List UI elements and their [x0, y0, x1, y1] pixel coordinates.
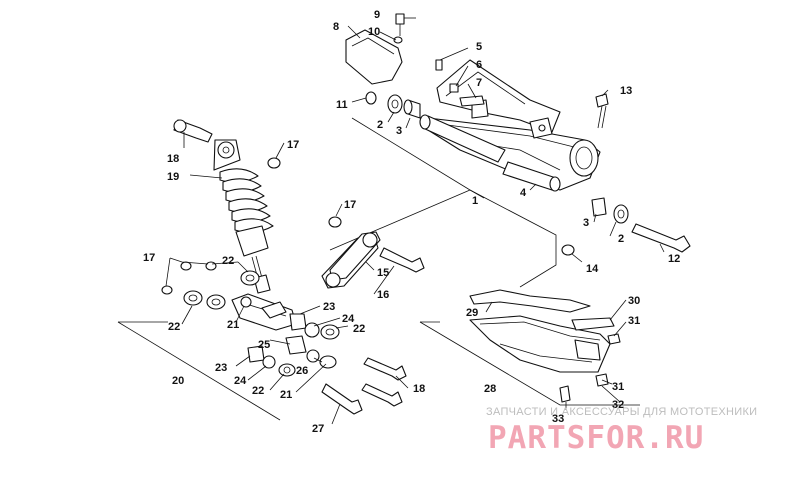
right-pivot-hardware [561, 93, 691, 256]
callout-1: 1 [472, 195, 478, 207]
bolt-33 [559, 385, 571, 403]
screw-9 [395, 13, 405, 25]
callout-19: 19 [167, 171, 179, 183]
watermark-logo: PARTSFOR.RU [488, 420, 704, 456]
callout-17c: 17 [143, 252, 155, 264]
callout-3: 3 [396, 125, 402, 137]
bracket-line-20b [117, 321, 281, 421]
callout-21b: 21 [280, 389, 292, 401]
bracket-line-28b [419, 321, 640, 406]
bushing-3-right [591, 197, 607, 217]
bearing-2-right [613, 204, 629, 224]
bracket-line-link [329, 189, 471, 251]
nut-17-top [267, 157, 281, 169]
callout-9: 9 [374, 9, 380, 21]
callout-17a: 17 [287, 139, 299, 151]
callout-7: 7 [476, 77, 482, 89]
arm-pivot-boss [569, 139, 599, 177]
callout-31b: 31 [612, 381, 624, 393]
callout-13: 13 [620, 85, 632, 97]
link-15 [321, 216, 425, 289]
callout-25: 25 [258, 339, 270, 351]
leader-lines [165, 17, 665, 425]
callout-18b: 18 [413, 383, 425, 395]
bracket-line-1 [351, 117, 557, 288]
callout-22b: 22 [168, 321, 180, 333]
bearing-2 [387, 94, 403, 114]
callout-16: 16 [377, 289, 389, 301]
callout-24b: 24 [234, 375, 247, 387]
bolt-16 [379, 247, 425, 273]
callout-4: 4 [520, 187, 527, 199]
nut-11 [365, 91, 377, 105]
callout-2: 2 [377, 119, 383, 131]
callout-21a: 21 [227, 319, 239, 331]
callout-24a: 24 [342, 313, 355, 325]
callout-28: 28 [484, 383, 496, 395]
callout-10: 10 [368, 26, 380, 38]
plate-30 [571, 317, 615, 331]
lower-link-assembly [161, 261, 407, 415]
callout-11: 11 [336, 99, 348, 111]
callout-31a: 31 [628, 315, 640, 327]
callout-20: 20 [172, 375, 184, 387]
callout-3b: 3 [583, 217, 589, 229]
callout-18a: 18 [167, 153, 179, 165]
bolt-12 [631, 223, 691, 253]
callouts: 1 2 2 3 3 4 5 6 7 8 9 10 11 12 13 14 15 … [143, 9, 680, 435]
callout-6: 6 [476, 59, 482, 71]
callout-22c: 22 [353, 323, 365, 335]
assembly-bracket-lines [117, 117, 640, 421]
callout-29: 29 [466, 307, 478, 319]
callout-33: 33 [552, 413, 564, 425]
bracket-28 [469, 315, 611, 373]
fitting-5 [435, 59, 443, 71]
callout-12: 12 [668, 253, 680, 265]
upper-bracket [345, 13, 405, 85]
callout-17b: 17 [344, 199, 356, 211]
callout-30: 30 [628, 295, 640, 307]
watermark: ЗАПЧАСТИ И АКСЕССУАРЫ ДЛЯ МОТОТЕХНИКИ PA… [486, 406, 757, 456]
callout-26: 26 [296, 365, 308, 377]
watermark-tagline: ЗАПЧАСТИ И АКСЕССУАРЫ ДЛЯ МОТОТЕХНИКИ [486, 406, 757, 418]
shock-spring [219, 168, 274, 233]
callout-15: 15 [377, 267, 389, 279]
plate-29 [469, 289, 591, 313]
callout-22d: 22 [252, 385, 264, 397]
washer-10 [393, 36, 403, 44]
plate-7 [459, 95, 485, 107]
nut-14 [561, 244, 575, 256]
callout-8: 8 [333, 21, 339, 33]
shock-absorber [173, 119, 281, 294]
callout-2b: 2 [618, 233, 624, 245]
callout-23b: 23 [215, 362, 227, 374]
bracket-8 [345, 29, 403, 85]
upper-arm-assembly [419, 59, 601, 192]
nut-17-link [328, 216, 342, 228]
callout-32: 32 [612, 399, 624, 411]
callout-5: 5 [476, 41, 482, 53]
callout-14: 14 [586, 263, 599, 275]
callout-27: 27 [312, 423, 324, 435]
callout-22a: 22 [222, 255, 234, 267]
callout-23a: 23 [323, 301, 335, 313]
